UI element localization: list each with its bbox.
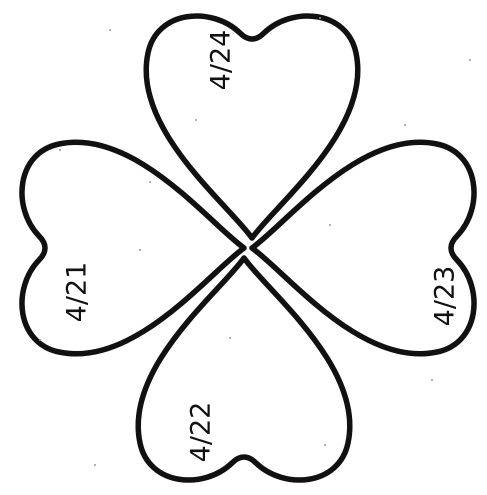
leaf-top-label: 4/24	[206, 30, 237, 91]
leaf-left-label: 4/21	[62, 262, 93, 323]
speck	[39, 339, 41, 341]
speck	[94, 464, 96, 466]
speck	[149, 181, 151, 183]
speck	[324, 444, 326, 446]
speck	[59, 149, 61, 151]
speck	[319, 17, 321, 19]
speck	[195, 119, 197, 121]
speck	[229, 337, 231, 339]
speck	[329, 224, 331, 226]
speck	[431, 379, 433, 381]
speck	[404, 124, 406, 126]
leaf-bottom-label: 4/22	[186, 402, 217, 463]
speck	[469, 59, 471, 61]
leaf-right-label: 4/23	[430, 266, 461, 327]
speck	[109, 29, 111, 31]
speck	[139, 249, 141, 251]
